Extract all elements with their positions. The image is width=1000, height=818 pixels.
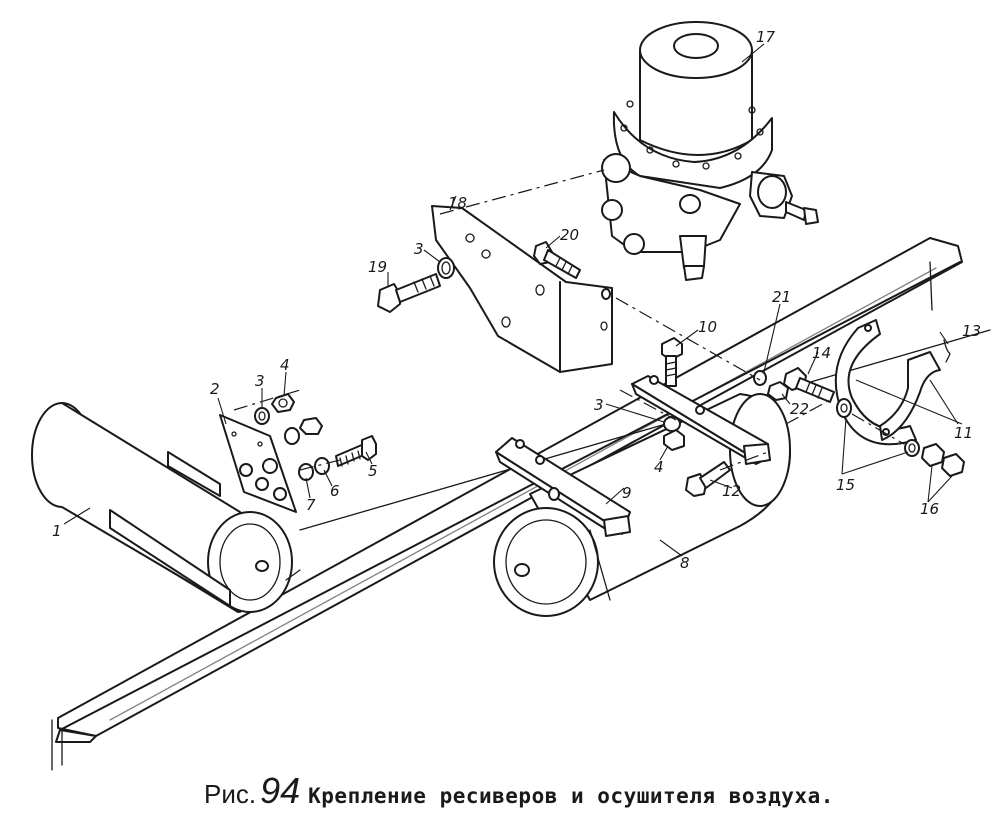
- callout-7: 7: [306, 496, 316, 514]
- callout-5: 5: [368, 462, 378, 480]
- nut-4-left: [271, 393, 295, 413]
- caption-figure-number: 94: [260, 770, 301, 811]
- frame-side-member: [51, 237, 991, 771]
- callout-14: 14: [812, 344, 831, 362]
- callout-numbers: 1 2 3 4 3 5 6 7 8 9 3 4 10 11 12 13 14 1…: [52, 28, 981, 572]
- callout-13: 13: [962, 322, 981, 340]
- receiver-strap-rear: [631, 375, 771, 465]
- callout-2: 2: [210, 380, 220, 398]
- caption-prefix: Рис.: [204, 779, 257, 809]
- callout-3d: 3: [414, 240, 424, 258]
- bolt-10: [661, 337, 683, 387]
- leader-lines: [63, 43, 963, 557]
- callout-21: 21: [772, 288, 791, 306]
- centre-lines: [233, 169, 905, 471]
- callout-15: 15: [836, 476, 855, 494]
- washer-3-center: [663, 416, 681, 432]
- callout-22: 22: [790, 400, 809, 418]
- nuts-and-washers-left: [284, 417, 330, 481]
- callout-9: 9: [622, 484, 632, 502]
- receiver-strap-front: [495, 437, 631, 537]
- nut-4-center: [663, 429, 685, 451]
- callout-17: 17: [756, 28, 776, 46]
- callout-19: 19: [368, 258, 387, 276]
- cotter-pin-13: [943, 339, 951, 363]
- bracket-left: [219, 414, 297, 513]
- washer-3-left: [254, 407, 270, 425]
- callout-20: 20: [560, 226, 579, 244]
- callout-3: 3: [255, 372, 265, 390]
- bolt-19: [377, 273, 441, 313]
- washer-21: [753, 370, 767, 386]
- washer-3-top: [437, 257, 455, 279]
- callout-6: 6: [330, 482, 340, 500]
- callout-4b: 4: [654, 458, 664, 476]
- washers-15: [836, 398, 920, 457]
- callout-10: 10: [698, 318, 717, 336]
- callout-16: 16: [920, 500, 939, 518]
- callout-4: 4: [280, 356, 290, 374]
- air-dryer: [601, 21, 819, 281]
- nuts-16: [921, 443, 965, 477]
- clamp-band: [834, 319, 941, 446]
- receiver-left: [31, 402, 301, 613]
- callout-12: 12: [722, 482, 741, 500]
- caption-title: Крепление ресиверов и осушителя воздуха.: [308, 784, 834, 808]
- callout-1: 1: [52, 522, 62, 540]
- callout-3c: 3: [594, 396, 604, 414]
- bolt-20: [533, 241, 581, 279]
- figure-caption: Рис.94 Крепление ресиверов и осушителя во…: [204, 770, 834, 812]
- dryer-mount-bracket: [431, 205, 613, 373]
- bolt-5: [335, 435, 377, 467]
- callout-11: 11: [954, 424, 973, 442]
- callout-18: 18: [448, 194, 467, 212]
- callout-8: 8: [680, 554, 690, 572]
